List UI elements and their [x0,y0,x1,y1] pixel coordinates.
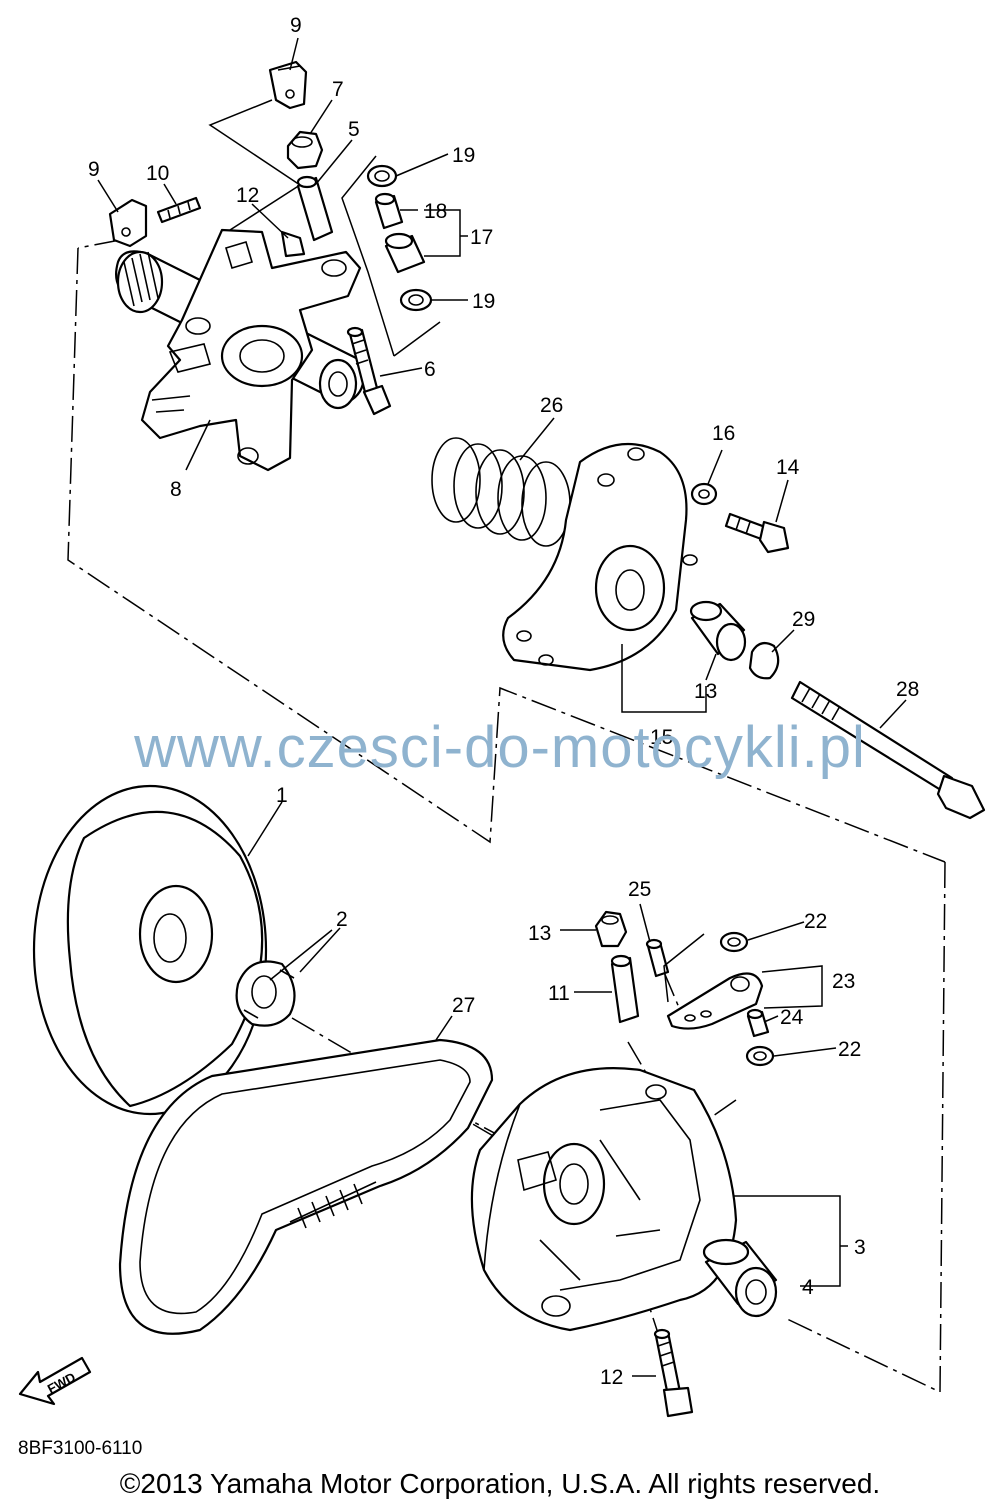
part-8-spider-shaft [115,228,365,472]
part-10-spring-pin [156,196,202,224]
callout-8: 8 [170,478,182,501]
part-28-long-bolt [790,680,986,820]
collar-bracket-line-2 [393,321,441,357]
callout-22-lower: 22 [838,1038,861,1061]
callout-28: 28 [896,678,919,701]
callout-10: 10 [146,162,169,185]
part-1-fixed-sheave [32,784,268,1116]
part-13-bolt [653,1328,694,1418]
callout-6: 6 [424,358,436,381]
callout-4: 4 [802,1276,814,1299]
part-23-arm [666,972,764,1030]
callout-25: 25 [628,878,651,901]
leader-lines [97,37,907,1377]
part-22-lower-washer [745,1045,775,1067]
part-11-pin [610,954,640,1024]
diagram-code: 8BF3100-6110 [18,1438,143,1459]
part-16-bushing [689,600,747,662]
callout-17: 14 [776,456,800,479]
callout-3: 3 [854,1236,866,1259]
callout-12: 12 [236,184,259,207]
callout-9-left: 9 [88,158,100,181]
callout-13: 12 [600,1366,623,1389]
callout-26: 26 [540,394,563,417]
part-29-clip [748,641,780,680]
callout-11: 11 [548,982,570,1005]
part-21-collar [374,192,404,230]
fwd-arrow-icon: FWD [18,1356,92,1406]
callout-20: 17 [470,226,493,249]
part-20-bushing [384,232,426,274]
part-18-washer [690,482,718,506]
part-4-bushing [702,1238,778,1318]
callout-27: 27 [452,994,475,1017]
part-7-nut [286,130,324,170]
part-5-pin [296,175,334,242]
callout-5: 5 [348,118,360,141]
part-25-pin [645,938,670,978]
callout-labels: 9 7 5 9 10 12 19 18 17 19 6 8 26 16 14 2… [88,14,919,1389]
part-15-cover [502,442,707,713]
part-24-collar [746,1008,770,1038]
callout-7: 7 [332,78,344,101]
part-22-upper-washer [719,931,749,953]
part-17-bolt [724,512,790,554]
callout-19-lower: 19 [472,290,495,313]
callout-18: 16 [712,422,735,445]
collar-bracket-line [341,155,395,357]
watermark-text: www.czesci-do-motocykli.pl [134,715,866,780]
copyright-notice: ©2013 Yamaha Motor Corporation, U.S.A. A… [119,1468,881,1499]
callout-15: 15 [650,726,673,749]
callout-1: 1 [276,784,288,807]
callout-9-top: 9 [290,14,302,37]
part-9-left-cap [108,198,148,248]
part-26-spring [431,437,571,547]
callout-14: 13 [528,922,551,945]
callout-19-upper: 19 [452,144,475,167]
part-19-lower-washer [399,288,433,312]
part-14-nut [594,910,628,948]
part-3-movable-sheave [470,1067,738,1332]
part-6-bolt [346,326,392,416]
callout-22-upper: 22 [804,910,827,933]
callout-24: 24 [780,1006,804,1029]
callout-29: 29 [792,608,815,631]
callout-16: 13 [694,680,717,703]
fwd-label: FWD [45,1369,78,1396]
callout-23: 23 [832,970,855,993]
part-9-top-cap [208,60,308,231]
callout-21: 18 [424,200,447,223]
part-27-v-belt [118,1038,494,1335]
part-19-upper-washer [366,164,398,188]
callout-2: 2 [336,908,348,931]
part-2-collar [235,960,296,1027]
